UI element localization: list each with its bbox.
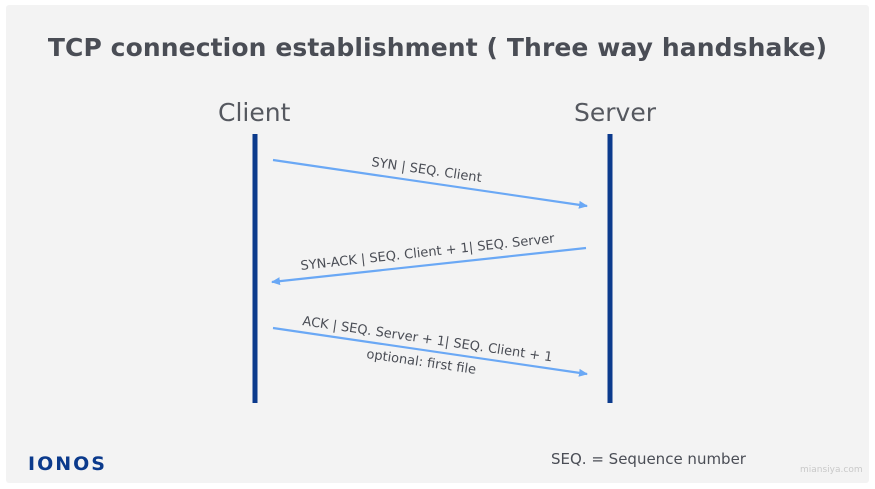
ack-arrow (272, 326, 588, 377)
syn-ack-label: SYN-ACK | SEQ. Client + 1| SEQ. Server (300, 231, 556, 274)
syn-ack-arrow (271, 246, 587, 286)
syn-label: SYN | SEQ. Client (370, 155, 482, 186)
ionos-logo: IONOS (28, 453, 107, 475)
watermark: miansiya.com (800, 465, 863, 475)
seq-legend: SEQ. = Sequence number (551, 450, 746, 468)
diagram-background (6, 5, 869, 483)
actor-server-label: Server (574, 98, 656, 127)
syn-arrow (272, 158, 588, 209)
actor-client-label: Client (218, 98, 291, 127)
diagram-title: TCP connection establishment ( Three way… (47, 33, 828, 62)
